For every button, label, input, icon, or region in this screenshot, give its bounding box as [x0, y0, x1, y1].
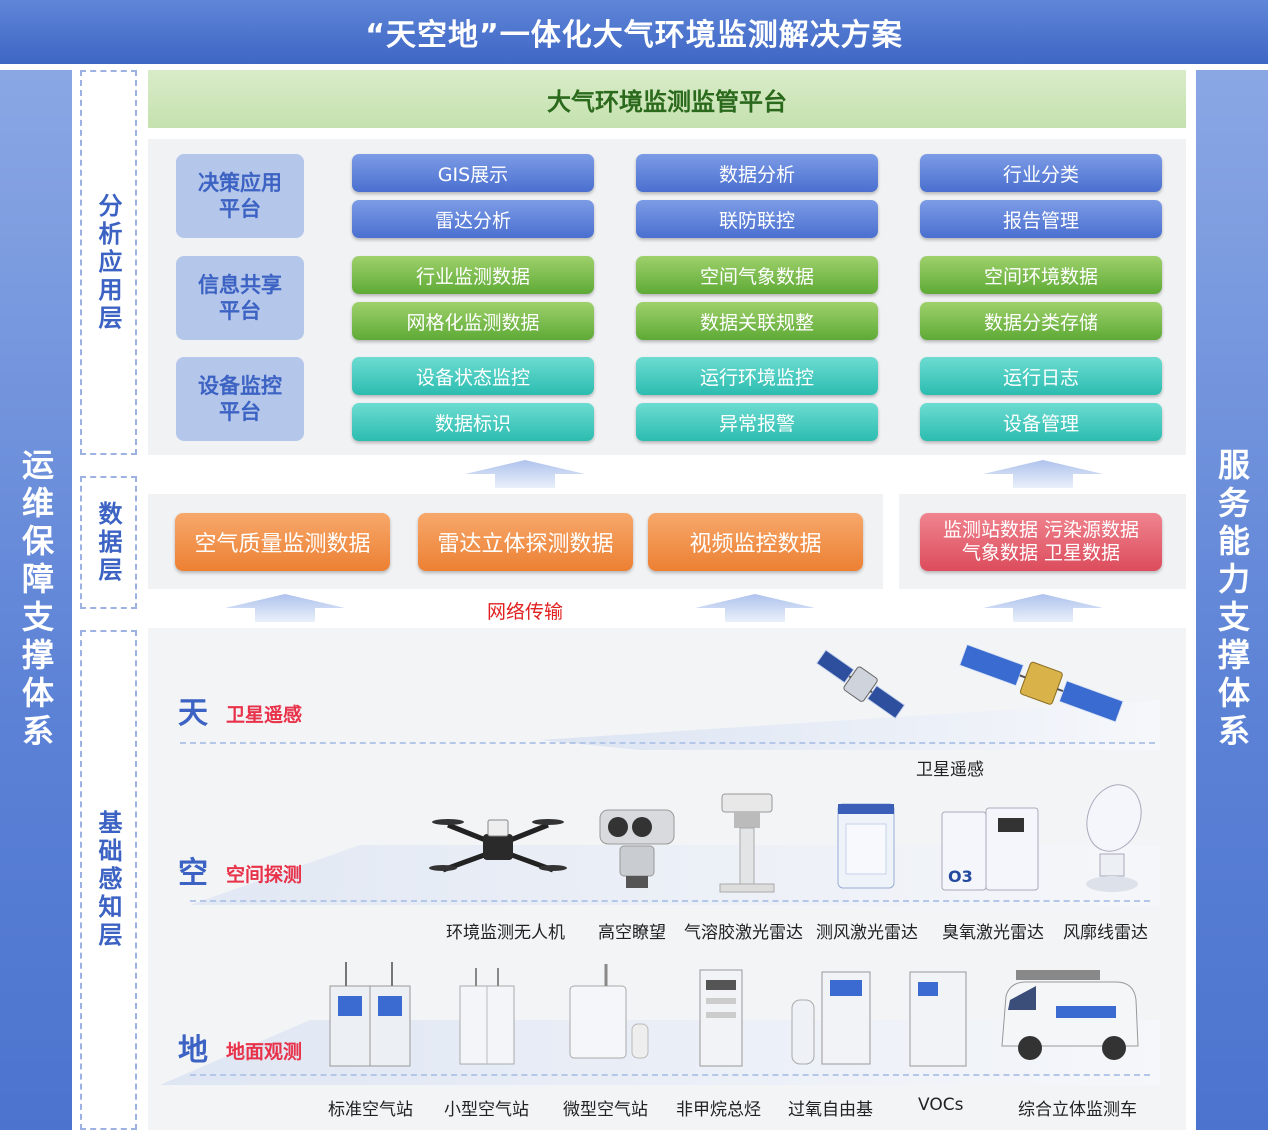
tier-divider — [190, 1074, 1150, 1076]
right-support-column: 服务能力支撑体系 — [1196, 70, 1268, 1130]
device-label-nmhc: 非甲烷总烃 — [676, 1100, 761, 1120]
device-label-drone: 环境监测无人机 — [446, 923, 565, 943]
van-icon — [1001, 970, 1139, 1060]
sky-device-label: 卫星遥感 — [916, 760, 984, 780]
page-title: “天空地”一体化大气环境监测解决方案 — [0, 0, 1268, 64]
radar-icon — [1086, 784, 1142, 892]
tier-ground-name: 地 — [178, 1033, 208, 1068]
up-arrow-icon — [695, 594, 815, 622]
device-label-camera: 高空瞭望 — [598, 923, 666, 943]
device-platform-label: 设备监控平台 — [176, 357, 304, 441]
lidar-icon — [719, 793, 775, 893]
device-label-aerosol-lidar: 气溶胶激光雷达 — [684, 923, 803, 943]
station-icon — [459, 968, 515, 1065]
up-arrow-icon — [983, 460, 1103, 488]
btn-device-status[interactable]: 设备状态监控 — [352, 357, 594, 395]
device-label-vocs: VOCs — [918, 1095, 964, 1115]
combined-data-line1: 监测站数据 污染源数据 — [942, 519, 1140, 541]
btn-radar-analysis[interactable]: 雷达分析 — [352, 200, 594, 238]
satellite-icon — [958, 643, 1124, 723]
tier-divider — [190, 900, 1150, 902]
device-label-small-station: 小型空气站 — [444, 1100, 529, 1120]
device-label-standard-station: 标准空气站 — [328, 1100, 413, 1120]
btn-combined-data[interactable]: 监测站数据 污染源数据 气象数据 卫星数据 — [920, 513, 1162, 571]
station-icon — [909, 971, 967, 1067]
btn-radar-data[interactable]: 雷达立体探测数据 — [418, 513, 633, 571]
btn-data-storage[interactable]: 数据分类存储 — [920, 302, 1162, 340]
btn-industry-class[interactable]: 行业分类 — [920, 154, 1162, 192]
btn-report-manage[interactable]: 报告管理 — [920, 200, 1162, 238]
satellite-icon — [815, 649, 906, 719]
btn-env-data[interactable]: 空间环境数据 — [920, 256, 1162, 294]
btn-industry-data[interactable]: 行业监测数据 — [352, 256, 594, 294]
btn-data-correlation[interactable]: 数据关联规整 — [636, 302, 878, 340]
layer-label-data: 数据层 — [80, 476, 137, 609]
tier-air-sub: 空间探测 — [226, 864, 303, 886]
btn-weather-data[interactable]: 空间气象数据 — [636, 256, 878, 294]
sharing-platform-label: 信息共享平台 — [176, 256, 304, 340]
lidar-icon — [837, 803, 895, 889]
tier-sky-sub: 卫星遥感 — [226, 704, 303, 726]
station-icon — [791, 971, 871, 1065]
up-arrow-icon — [225, 594, 345, 622]
device-label-monitor-van: 综合立体监测车 — [1018, 1100, 1137, 1120]
device-label-wind-lidar: 测风激光雷达 — [816, 923, 918, 943]
network-transfer-label: 网络传输 — [486, 601, 563, 623]
station-icon — [569, 964, 649, 1059]
btn-device-manage[interactable]: 设备管理 — [920, 403, 1162, 441]
device-label-wind-radar: 风廓线雷达 — [1063, 923, 1148, 943]
station-icon — [329, 962, 411, 1067]
lidar-icon: O3 — [941, 807, 1039, 891]
btn-joint-control[interactable]: 联防联控 — [636, 200, 878, 238]
left-support-column: 运维保障支撑体系 — [0, 70, 72, 1130]
device-label-ozone-lidar: 臭氧激光雷达 — [942, 923, 1044, 943]
tier-divider — [180, 742, 1155, 744]
camera-icon — [599, 809, 675, 888]
decision-platform-label: 决策应用平台 — [176, 154, 304, 238]
up-arrow-icon — [465, 460, 585, 488]
btn-env-monitor[interactable]: 运行环境监控 — [636, 357, 878, 395]
btn-gis[interactable]: GIS展示 — [352, 154, 594, 192]
tier-air-name: 空 — [178, 856, 208, 891]
tier-ground-sub: 地面观测 — [226, 1041, 303, 1063]
layer-label-analysis: 分析应用层 — [80, 70, 137, 455]
btn-grid-data[interactable]: 网格化监测数据 — [352, 302, 594, 340]
up-arrow-icon — [983, 594, 1103, 622]
device-label-peroxy-radical: 过氧自由基 — [788, 1100, 873, 1120]
btn-run-log[interactable]: 运行日志 — [920, 357, 1162, 395]
btn-alarm[interactable]: 异常报警 — [636, 403, 878, 441]
btn-air-quality-data[interactable]: 空气质量监测数据 — [175, 513, 390, 571]
layer-label-base: 基础感知层 — [80, 630, 137, 1130]
device-label-micro-station: 微型空气站 — [563, 1100, 648, 1120]
drone-icon — [429, 819, 567, 873]
platform-title: 大气环境监测监管平台 — [148, 70, 1186, 128]
btn-data-mark[interactable]: 数据标识 — [352, 403, 594, 441]
btn-video-data[interactable]: 视频监控数据 — [648, 513, 863, 571]
svg-text:O3: O3 — [948, 867, 973, 886]
combined-data-line2: 气象数据 卫星数据 — [961, 542, 1121, 564]
tier-sky-name: 天 — [178, 696, 208, 731]
btn-data-analysis[interactable]: 数据分析 — [636, 154, 878, 192]
station-icon — [699, 969, 743, 1067]
